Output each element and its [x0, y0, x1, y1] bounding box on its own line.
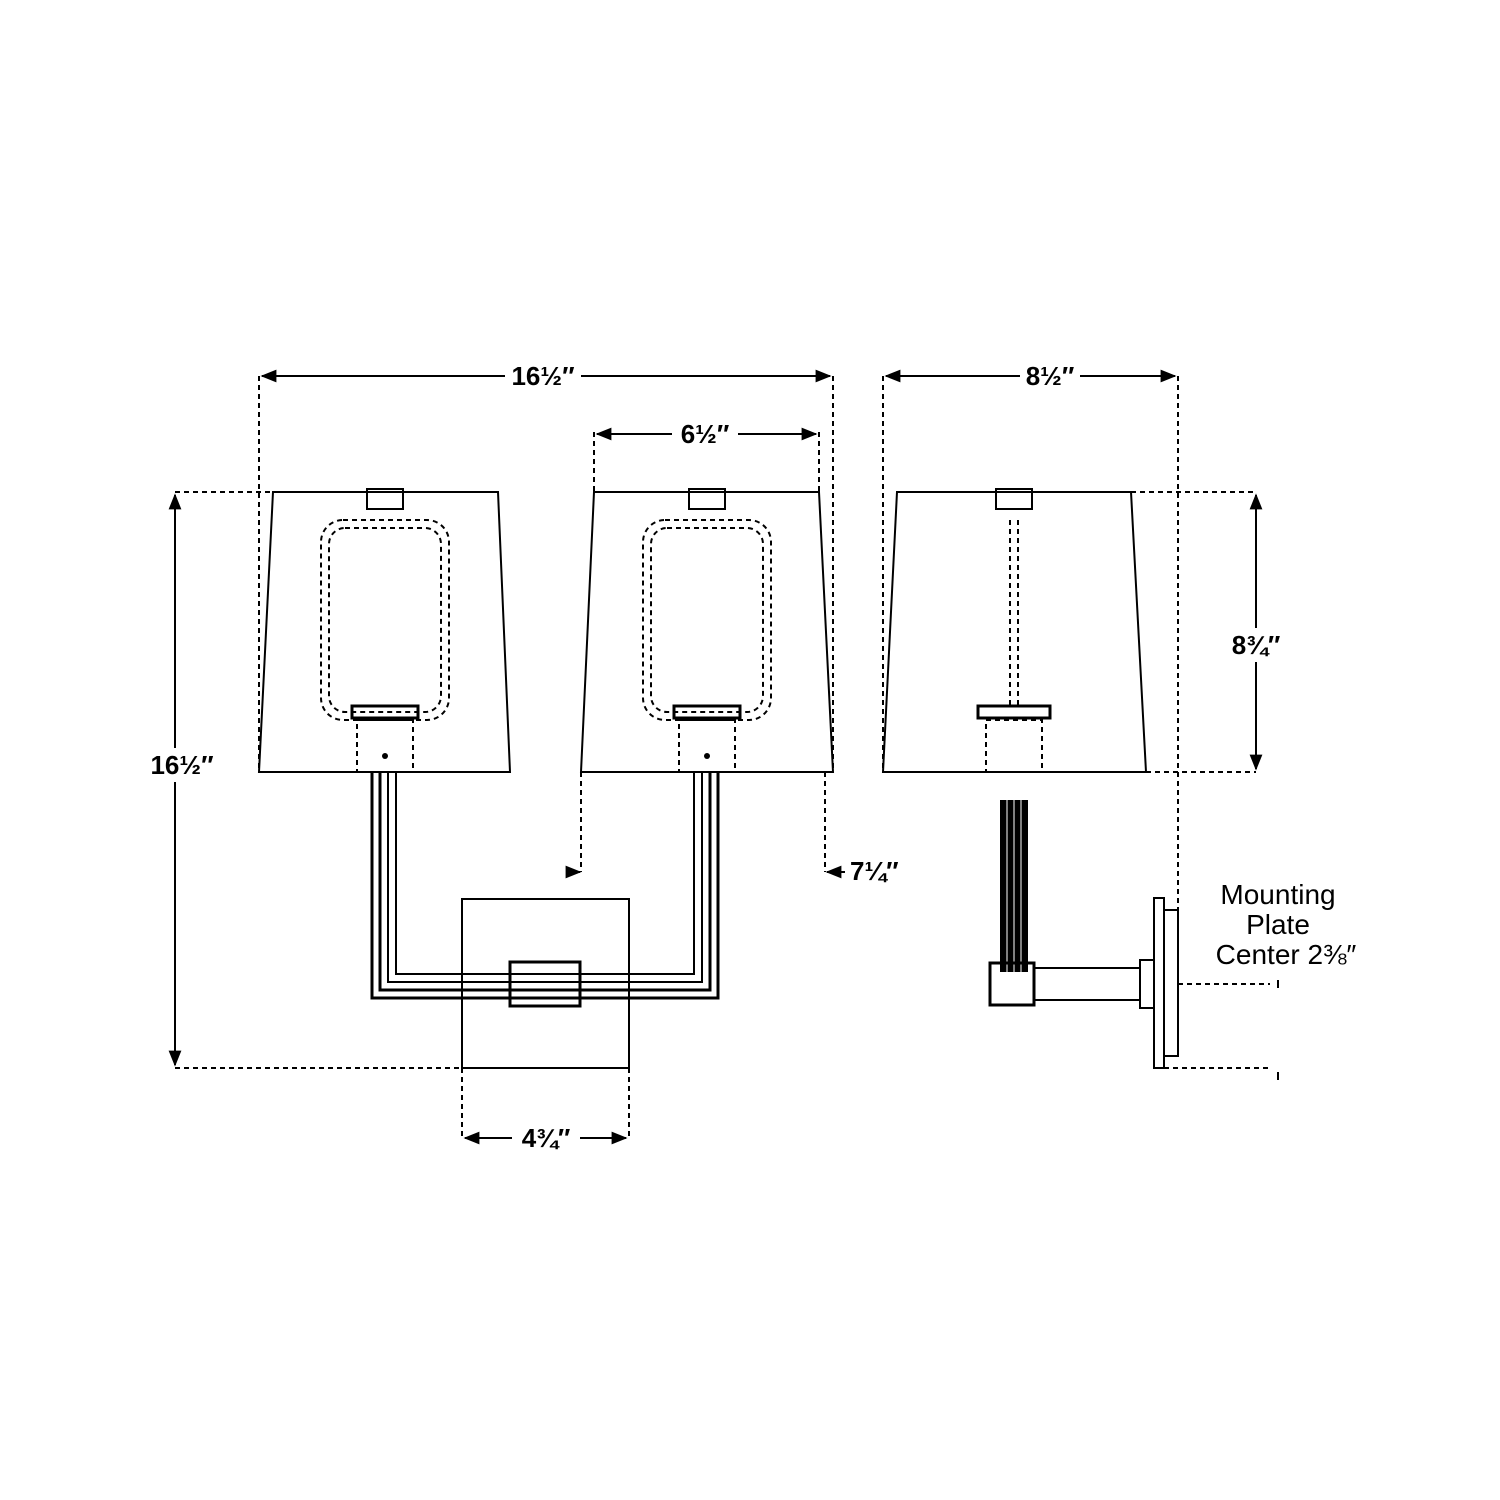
backplate — [461, 898, 630, 1069]
right-shade — [579, 488, 835, 773]
dim-overall-height: 16½″ — [150, 750, 213, 780]
side-mounting-plate — [1153, 897, 1179, 1069]
side-shade — [881, 488, 1148, 773]
dim-shade-projection: 7¼″ — [850, 856, 899, 886]
front-view: 16½″ 6½″ 16½″ 4¾″ 7¼″ — [145, 360, 899, 1154]
left-shade — [257, 488, 512, 773]
dim-overall-width: 16½″ — [511, 361, 574, 391]
dim-depth: 8½″ — [1026, 361, 1075, 391]
dim-shade-width: 6½″ — [681, 419, 730, 449]
mounting-note-line1: Mounting — [1220, 879, 1335, 910]
dim-backplate-width: 4¾″ — [522, 1123, 571, 1153]
side-arm — [988, 800, 1155, 1009]
arm — [370, 772, 720, 1008]
side-view: 8½″ 8¾″ Mounting Plate Center 2⅜″ — [881, 360, 1357, 1080]
center-hub — [508, 960, 582, 1008]
dim-shade-height: 8¾″ — [1232, 630, 1281, 660]
mounting-note-line3: Center 2⅜″ — [1216, 939, 1357, 970]
mounting-note-line2: Plate — [1246, 909, 1310, 940]
